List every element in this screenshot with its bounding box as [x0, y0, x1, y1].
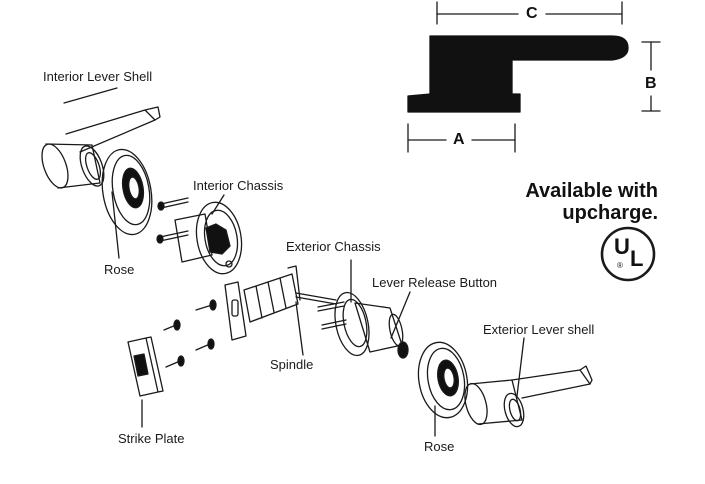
- label-interior-lever-shell: Interior Lever Shell: [43, 69, 153, 84]
- dimension-a-label: A: [453, 131, 465, 148]
- strike-plate: [127, 336, 164, 428]
- dimension-b-label: B: [645, 75, 657, 92]
- label-strike-plate: Strike Plate: [118, 431, 185, 446]
- label-exterior-chassis: Exterior Chassis: [286, 239, 381, 254]
- label-interior-chassis: Interior Chassis: [193, 178, 284, 193]
- exterior-chassis: [317, 259, 409, 359]
- lever-release-button-leader: [390, 291, 411, 339]
- interior-lever-shell: [41, 87, 161, 189]
- exterior-lever-shell: [464, 337, 593, 428]
- ul-mark-registered: ®: [617, 261, 623, 270]
- dimension-a: [407, 123, 516, 153]
- label-rose-interior: Rose: [104, 262, 135, 277]
- exterior-rose: [417, 341, 469, 437]
- latch-assembly: [224, 265, 301, 341]
- interior-rose: [101, 148, 153, 259]
- dimension-c-label: C: [526, 5, 538, 22]
- mounting-screws: [163, 299, 217, 368]
- callout-line-1: Available with: [525, 180, 658, 202]
- ul-mark-u: U: [614, 234, 630, 259]
- dimension-b: [641, 41, 661, 112]
- ul-mark-l: L: [630, 246, 644, 271]
- interior-chassis: [156, 194, 243, 275]
- ul-certification-mark: [600, 226, 656, 282]
- spindle: [295, 292, 337, 356]
- callout-line-2: upcharge.: [562, 202, 658, 224]
- label-exterior-lever-shell: Exterior Lever shell: [483, 322, 595, 337]
- lever-dimension-silhouette: [407, 35, 629, 113]
- label-spindle: Spindle: [270, 357, 314, 372]
- label-rose-exterior: Rose: [424, 439, 455, 454]
- label-lever-release-button: Lever Release Button: [372, 275, 498, 290]
- dimension-c: [436, 1, 623, 25]
